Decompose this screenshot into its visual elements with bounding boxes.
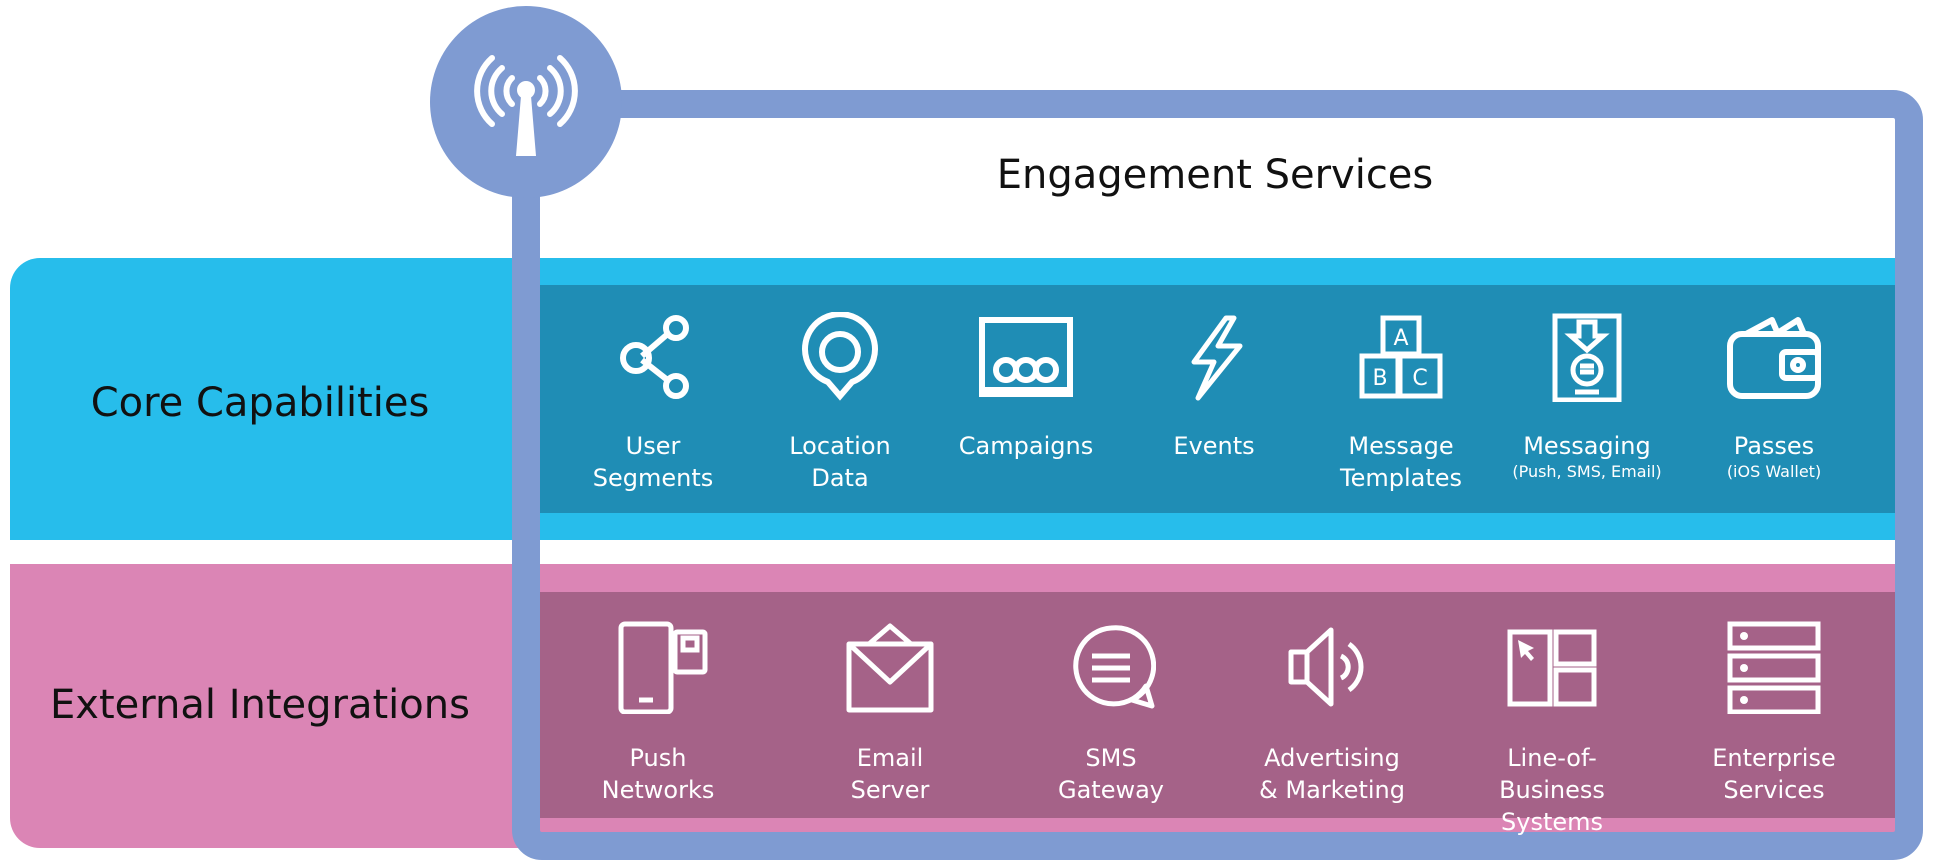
external-item-advertising-marketing: Advertising & Marketing <box>1237 620 1427 806</box>
external-integrations-label: External Integrations <box>50 682 470 728</box>
item-label: Messaging <box>1523 432 1651 460</box>
core-item-campaigns: Campaigns <box>931 312 1121 462</box>
item-label: Passes <box>1733 432 1815 460</box>
phone-card-icon <box>618 621 708 714</box>
chat-bubble-icon <box>1073 625 1156 709</box>
item-label: Email Server <box>850 744 930 804</box>
core-capabilities-label: Core Capabilities <box>90 380 430 426</box>
external-item-enterprise-services: Enterprise Services <box>1679 620 1869 806</box>
item-label: SMS Gateway <box>1057 744 1165 804</box>
item-label: Events <box>1173 432 1255 460</box>
external-item-push-networks: Push Networks <box>563 620 753 806</box>
item-label: User Segments <box>592 432 714 492</box>
abc-blocks-icon: A B C <box>1359 315 1443 399</box>
engagement-services-frame <box>512 90 1923 860</box>
item-label: Message Templates <box>1339 432 1462 492</box>
svg-text:C: C <box>1412 366 1427 391</box>
envelope-icon <box>846 623 934 713</box>
share-nodes-icon <box>620 315 689 399</box>
item-label: Campaigns <box>958 432 1094 460</box>
item-label: Advertising & Marketing <box>1259 744 1405 804</box>
server-rack-icon <box>1727 621 1821 714</box>
antenna-icon <box>474 55 578 156</box>
item-sublabel: (Push, SMS, Email) <box>1512 462 1662 481</box>
core-item-events: Events <box>1119 312 1309 462</box>
message-download-icon <box>1552 313 1622 402</box>
item-label: Push Networks <box>601 744 715 804</box>
item-label: Enterprise Services <box>1712 744 1836 804</box>
core-item-messaging: Messaging (Push, SMS, Email) <box>1492 312 1682 482</box>
external-item-email-server: Email Server <box>795 620 985 806</box>
external-item-line-of-business: Line-of-Business Systems <box>1457 620 1647 838</box>
location-pin-icon <box>802 312 878 401</box>
speaker-icon <box>1288 627 1364 707</box>
svg-text:B: B <box>1372 366 1387 391</box>
item-label: Location Data <box>789 432 891 492</box>
svg-text:A: A <box>1393 326 1408 351</box>
external-band <box>10 564 540 848</box>
item-sublabel: (iOS Wallet) <box>1726 462 1822 481</box>
lightning-bolt-icon <box>1191 315 1243 401</box>
wallet-icon <box>1727 317 1821 399</box>
audience-screen-icon <box>979 317 1073 397</box>
antenna-badge <box>430 6 622 198</box>
core-item-location-data: Location Data <box>745 312 935 494</box>
item-label: Line-of-Business Systems <box>1499 744 1605 836</box>
engagement-services-title: Engagement Services <box>996 152 1434 198</box>
external-items-strip <box>538 592 1903 818</box>
core-item-user-segments: User Segments <box>558 312 748 494</box>
dashboard-cursor-icon <box>1507 629 1597 707</box>
core-band <box>10 258 540 540</box>
core-item-message-templates: A B C Message Templates <box>1306 312 1496 494</box>
core-item-passes: Passes (iOS Wallet) <box>1679 312 1869 482</box>
external-item-sms-gateway: SMS Gateway <box>1016 620 1206 806</box>
